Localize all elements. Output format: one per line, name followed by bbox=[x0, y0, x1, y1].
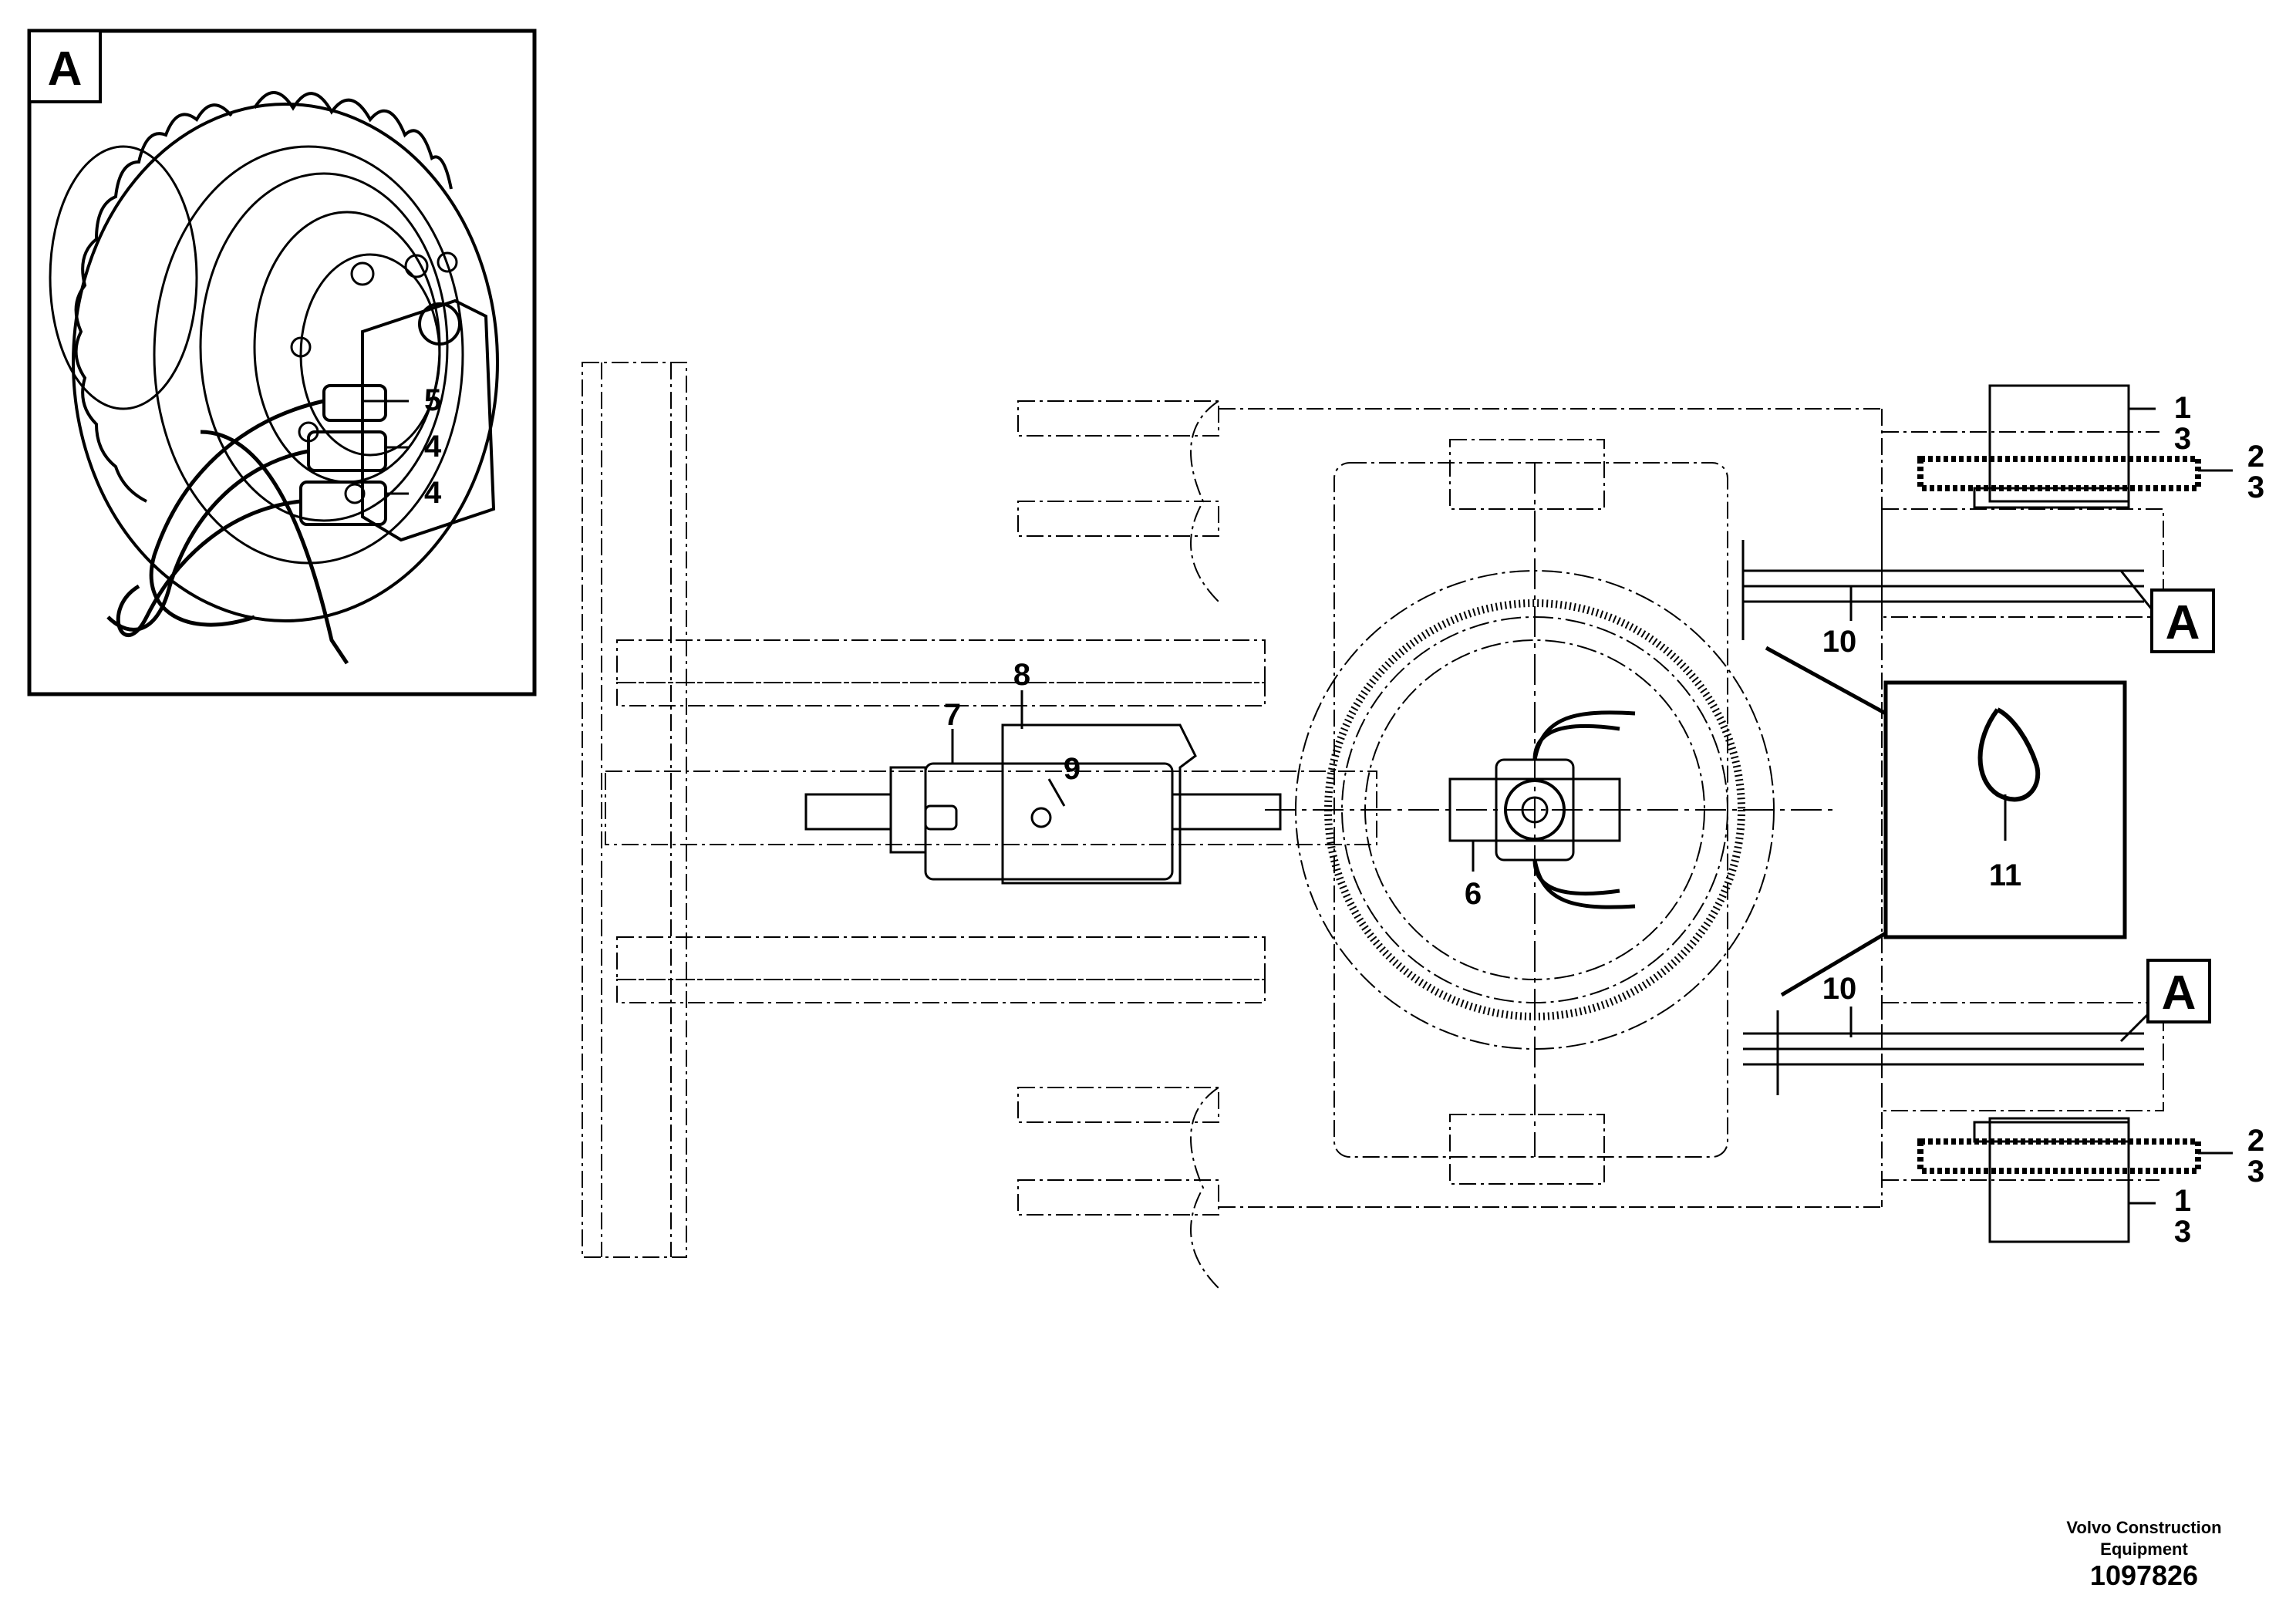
view-tags: A A bbox=[2119, 570, 2215, 1043]
callout-3-bottom-b: 3 bbox=[2174, 1215, 2191, 1249]
cylinder-collar bbox=[889, 766, 927, 854]
callout-4a: 4 bbox=[424, 430, 442, 464]
view-tag-top-box bbox=[2150, 588, 2215, 653]
callout-1-top: 1 bbox=[2174, 391, 2191, 425]
cylinder-rod-left bbox=[804, 793, 892, 831]
cover-plate bbox=[1001, 723, 1197, 885]
callout-3-top-a: 3 bbox=[2174, 422, 2191, 456]
valve-cap bbox=[418, 302, 461, 346]
view-tag-top: A bbox=[2166, 596, 2200, 649]
hoses-bottom bbox=[1743, 1010, 2144, 1095]
view-tag-bottom: A bbox=[2162, 966, 2197, 1020]
lower-brackets bbox=[1017, 1087, 1219, 1289]
view-tag-bottom-box bbox=[2146, 959, 2211, 1023]
sprocket-top bbox=[1917, 384, 2201, 509]
sprocket-teeth bbox=[74, 91, 453, 503]
detail-pointer bbox=[1765, 646, 1888, 997]
callout-5: 5 bbox=[424, 383, 441, 417]
swivel-hoses bbox=[1532, 710, 1636, 909]
cylinder-assembly bbox=[804, 723, 1282, 885]
credit-company-line1: Volvo Construction bbox=[2066, 1518, 2222, 1537]
cable-tie-detail: 11 bbox=[1765, 646, 2127, 997]
left-beam bbox=[582, 362, 687, 1258]
callout-10-bottom: 10 bbox=[1822, 972, 1857, 1006]
hoses-top bbox=[1741, 540, 2144, 640]
credit-company-line2: Equipment bbox=[2100, 1539, 2188, 1559]
callout-11: 11 bbox=[1989, 858, 2021, 892]
drawing-number: 1097826 bbox=[2089, 1560, 2199, 1591]
detail-a-callouts: 5 4 4 bbox=[362, 383, 442, 510]
bolt-circle bbox=[290, 251, 458, 504]
detail-a-inset: A bbox=[27, 29, 537, 696]
detail-a-tag-box bbox=[28, 29, 102, 103]
outer-frame bbox=[1219, 408, 1883, 1208]
left-drum bbox=[49, 145, 198, 410]
upper-brackets bbox=[1017, 400, 1219, 602]
callout-1-bottom: 1 bbox=[2174, 1184, 2191, 1218]
callout-9: 9 bbox=[1064, 752, 1081, 786]
callout-6: 6 bbox=[1465, 877, 1482, 911]
cylinder-rod-right bbox=[1171, 793, 1282, 831]
hose-clamp-strap bbox=[200, 430, 349, 665]
cable-tie-icon bbox=[1977, 707, 2041, 802]
callout-2-bottom: 2 bbox=[2247, 1124, 2264, 1158]
callout-8: 8 bbox=[1013, 658, 1030, 692]
sprocket-outer-ring bbox=[72, 103, 499, 622]
callout-3-bottom-a: 3 bbox=[2247, 1155, 2264, 1189]
horizontal-arms bbox=[605, 639, 1377, 1003]
motor-body bbox=[299, 253, 441, 457]
grease-nipple bbox=[1030, 807, 1052, 828]
detail-a-tag: A bbox=[48, 42, 83, 96]
valve-block bbox=[361, 298, 496, 542]
main-plan-view bbox=[582, 362, 2164, 1289]
motor-flange bbox=[253, 211, 441, 484]
right-housings bbox=[1881, 431, 2164, 1181]
callout-4b: 4 bbox=[424, 476, 442, 510]
callout-2-top: 2 bbox=[2247, 440, 2264, 474]
callout-3-top-b: 3 bbox=[2247, 470, 2264, 504]
swivel-joint bbox=[1448, 710, 1636, 909]
bolt-plate bbox=[924, 804, 958, 831]
sprocket-bottom bbox=[1917, 1117, 2201, 1243]
sprocket-inner-ring bbox=[199, 172, 449, 522]
callout-7: 7 bbox=[944, 698, 961, 732]
travel-motor-drawing bbox=[49, 91, 499, 665]
main-callouts: 1 3 2 3 2 3 1 3 6 7 8 9 10 10 bbox=[944, 391, 2264, 1249]
callout-10-top: 10 bbox=[1822, 625, 1857, 659]
slew-ring bbox=[1265, 463, 1836, 1157]
detail-a-frame bbox=[27, 29, 537, 696]
